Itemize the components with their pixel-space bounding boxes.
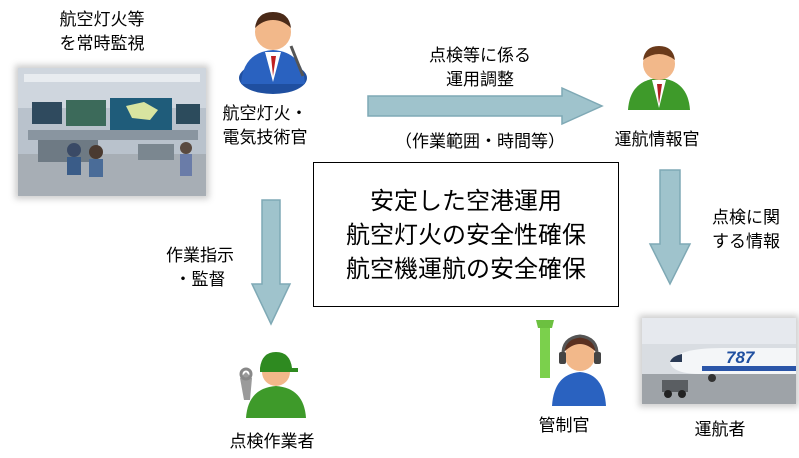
coordination-label: 点検等に係る 運用調整 bbox=[429, 46, 531, 90]
controller-person-icon bbox=[536, 320, 606, 406]
work-instruction-arrow bbox=[250, 199, 292, 326]
control-room-photo bbox=[18, 68, 206, 196]
goal-line-3: 航空機運航の安全確保 bbox=[346, 254, 586, 283]
worker-label: 点検作業者 bbox=[229, 432, 315, 452]
coordination-note: （作業範囲・時間等） bbox=[395, 132, 565, 152]
aircraft-photo: 787 bbox=[642, 318, 796, 404]
aircraft-text: 787 bbox=[726, 348, 756, 367]
goal-line-2: 航空灯火の安全性確保 bbox=[346, 220, 586, 249]
coordination-arrow bbox=[367, 86, 604, 126]
operator-label: 運航者 bbox=[694, 420, 746, 440]
central-goals-box: 安定した空港運用 航空灯火の安全性確保 航空機運航の安全確保 bbox=[313, 162, 619, 307]
monitor-label: 航空灯火等 を常時監視 bbox=[59, 10, 145, 54]
ops-officer-person-icon bbox=[628, 46, 690, 110]
ops-officer-label: 運航情報官 bbox=[614, 130, 700, 150]
tech-officer-label: 航空灯火・ 電気技術官 bbox=[222, 104, 308, 148]
info-label: 点検に関 する情報 bbox=[712, 208, 780, 252]
technician-person-icon bbox=[239, 12, 307, 94]
goal-line-1: 安定した空港運用 bbox=[370, 186, 562, 215]
info-arrow bbox=[648, 169, 692, 286]
worker-person-icon bbox=[239, 352, 306, 418]
controller-label: 管制官 bbox=[538, 416, 590, 436]
work-instruction-label: 作業指示 ・監督 bbox=[166, 246, 234, 290]
